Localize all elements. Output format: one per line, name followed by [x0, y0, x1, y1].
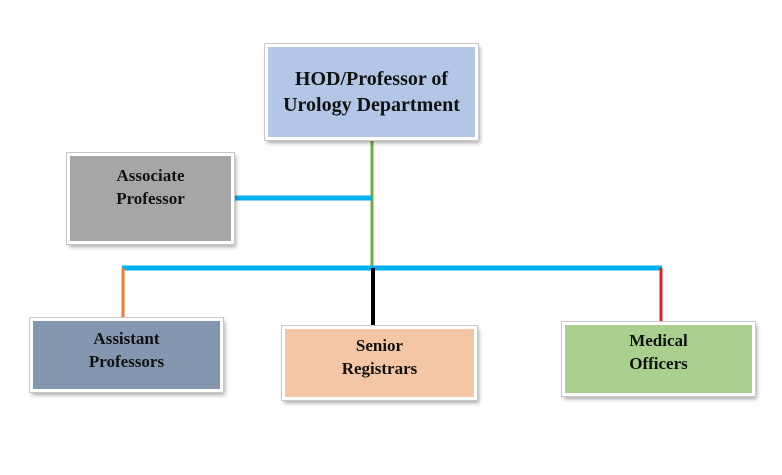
associate-professor-node: Associate Professor	[66, 152, 235, 245]
medical-officers-label: Medical Officers	[629, 331, 688, 373]
senior-registrars-label: Senior Registrars	[341, 336, 418, 378]
hod-node: HOD/Professor of Urology Department	[264, 43, 479, 141]
associate-professor-label: Associate Professor	[116, 166, 185, 208]
assistant-professors-node: Assistant Professors	[29, 317, 224, 393]
medical-officers-node: Medical Officers	[561, 321, 756, 397]
senior-registrars-node: Senior Registrars	[281, 325, 478, 401]
hod-label: HOD/Professor of Urology Department	[283, 68, 460, 116]
assistant-professors-label: Assistant Professors	[88, 329, 165, 371]
